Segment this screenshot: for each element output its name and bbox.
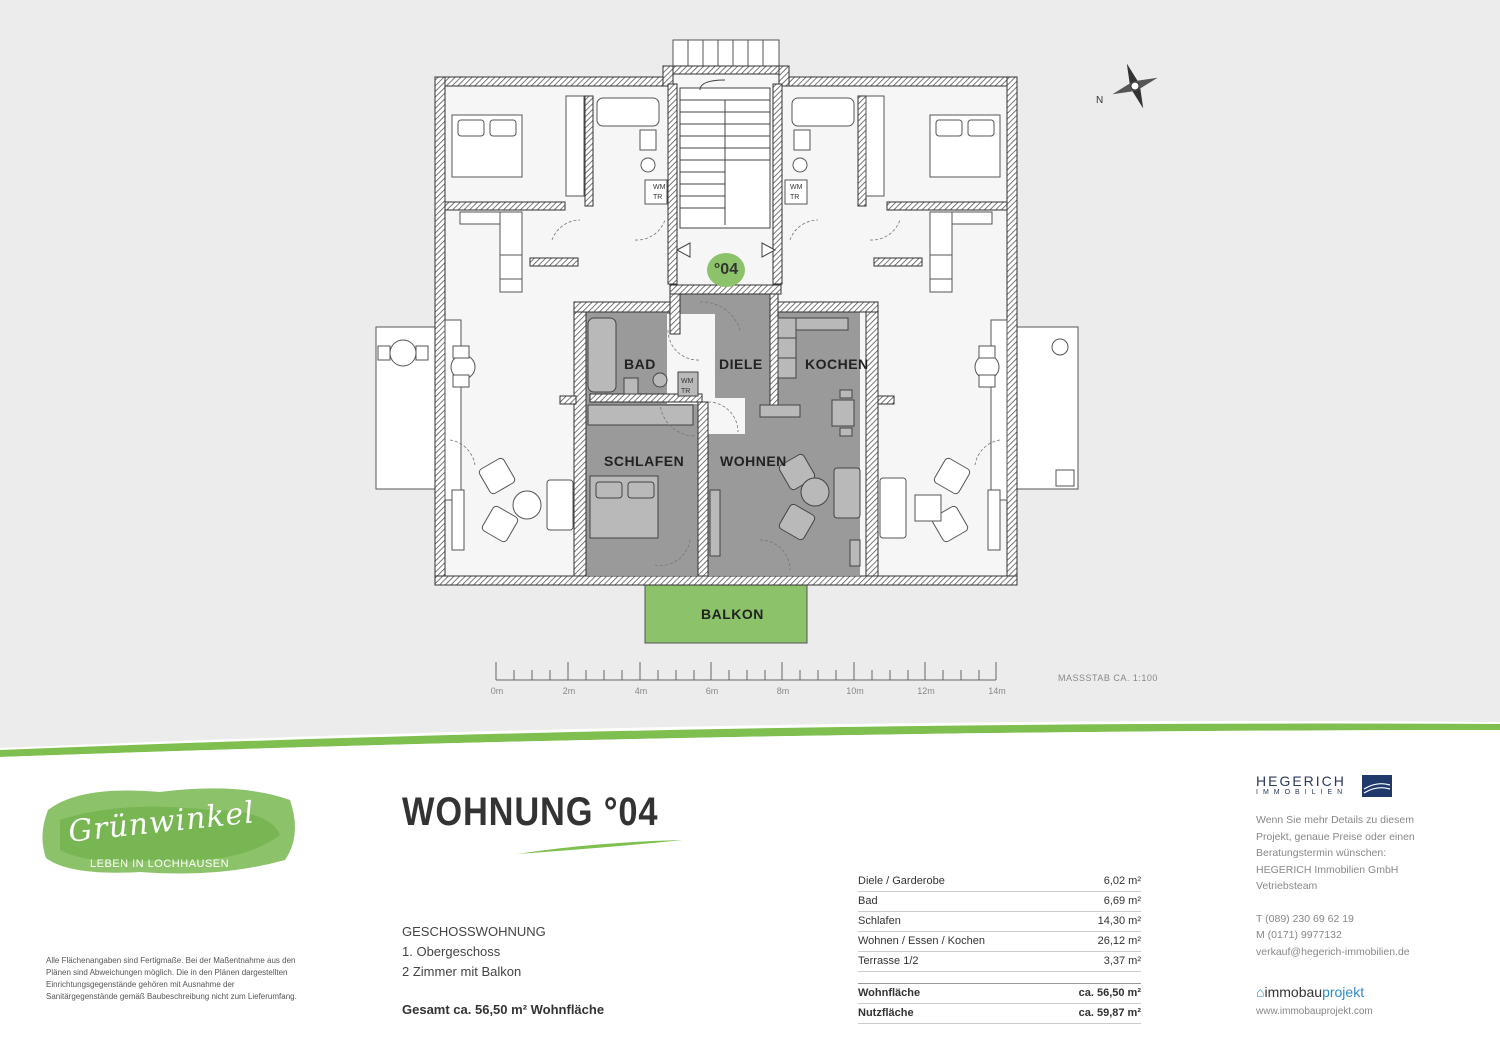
svg-text:WM: WM [790, 184, 803, 191]
scale-title: MASSSTAB CA. 1:100 [1058, 673, 1158, 683]
logo-tagline: LEBEN IN LOCHHAUSEN [90, 858, 230, 870]
scale-tick-label: 4m [634, 686, 648, 696]
scale-bar [495, 662, 997, 681]
immobau-logo: ⌂immobauprojekt [1256, 984, 1365, 1000]
apartment-floor: 1. Obergeschoss [402, 944, 501, 959]
room-label-bad: BAD [624, 356, 656, 372]
furniture-left [377, 95, 668, 551]
scale-tick-label: 0m [490, 686, 504, 696]
room-label-kochen: KOCHEN [805, 356, 869, 372]
staircase [675, 79, 777, 258]
room-label-diele: DIELE [719, 356, 763, 372]
svg-text:TR: TR [681, 388, 690, 395]
contact-mobile: M (0171) 9977132 [1256, 929, 1342, 941]
apartment-total: Gesamt ca. 56,50 m² Wohnfläche [402, 1002, 605, 1017]
apartment-type: GESCHOSSWOHNUNG [402, 924, 546, 939]
compass-label: N [1096, 95, 1103, 106]
svg-text:TR: TR [790, 194, 799, 201]
scale-tick-label: 8m [776, 686, 790, 696]
contact-block: Wenn Sie mehr Details zu diesem Projekt,… [1256, 812, 1456, 960]
room-label-wohnen: WOHNEN [720, 453, 787, 469]
unit-badge: °04 [707, 253, 745, 287]
scale-tick-label: 10m [846, 686, 864, 696]
scale-tick-label: 2m [562, 686, 576, 696]
scale-tick-label: 6m [705, 686, 719, 696]
hegerich-logo: HEGERICH IMMOBILIEN [1256, 773, 1348, 796]
contact-email[interactable]: verkauf@hegerich-immobilien.de [1256, 945, 1410, 958]
gruenwinkel-logo [42, 788, 295, 874]
room-label-balkon: BALKON [701, 606, 764, 622]
contact-phone: T (089) 230 69 62 19 [1256, 912, 1354, 925]
compass-icon [1112, 63, 1158, 109]
green-swoosh [0, 721, 1500, 770]
svg-text:WM: WM [681, 378, 694, 385]
apartment-rooms: 2 Zimmer mit Balkon [402, 964, 522, 979]
terrace-right [1007, 326, 1079, 490]
floor-plan: WM TR WM TR WM TR BAD DIELE KOCHEN SCHLA… [375, 39, 1158, 681]
furniture-unit-04 [587, 317, 861, 567]
svg-text:WM: WM [653, 184, 666, 191]
page-title: WOHNUNG °04 [402, 790, 659, 834]
title-underline [517, 840, 683, 854]
scale-tick-label: 12m [917, 686, 935, 696]
scale-tick-label: 14m [988, 686, 1006, 696]
house-icon: ⌂ [1256, 984, 1265, 1000]
hegerich-wave-icon [1362, 775, 1392, 797]
immobau-url[interactable]: www.immobauprojekt.com [1256, 1006, 1373, 1017]
svg-text:TR: TR [653, 194, 662, 201]
furniture-right [784, 95, 1075, 551]
door-swings [449, 219, 1001, 571]
room-label-schlafen: SCHLAFEN [604, 453, 684, 469]
apartment-info: GESCHOSSWOHNUNG 1. Obergeschoss 2 Zimmer… [402, 922, 546, 982]
balkon [644, 584, 808, 644]
disclaimer: Alle Flächenangaben sind Fertigmaße. Bei… [46, 956, 297, 1001]
